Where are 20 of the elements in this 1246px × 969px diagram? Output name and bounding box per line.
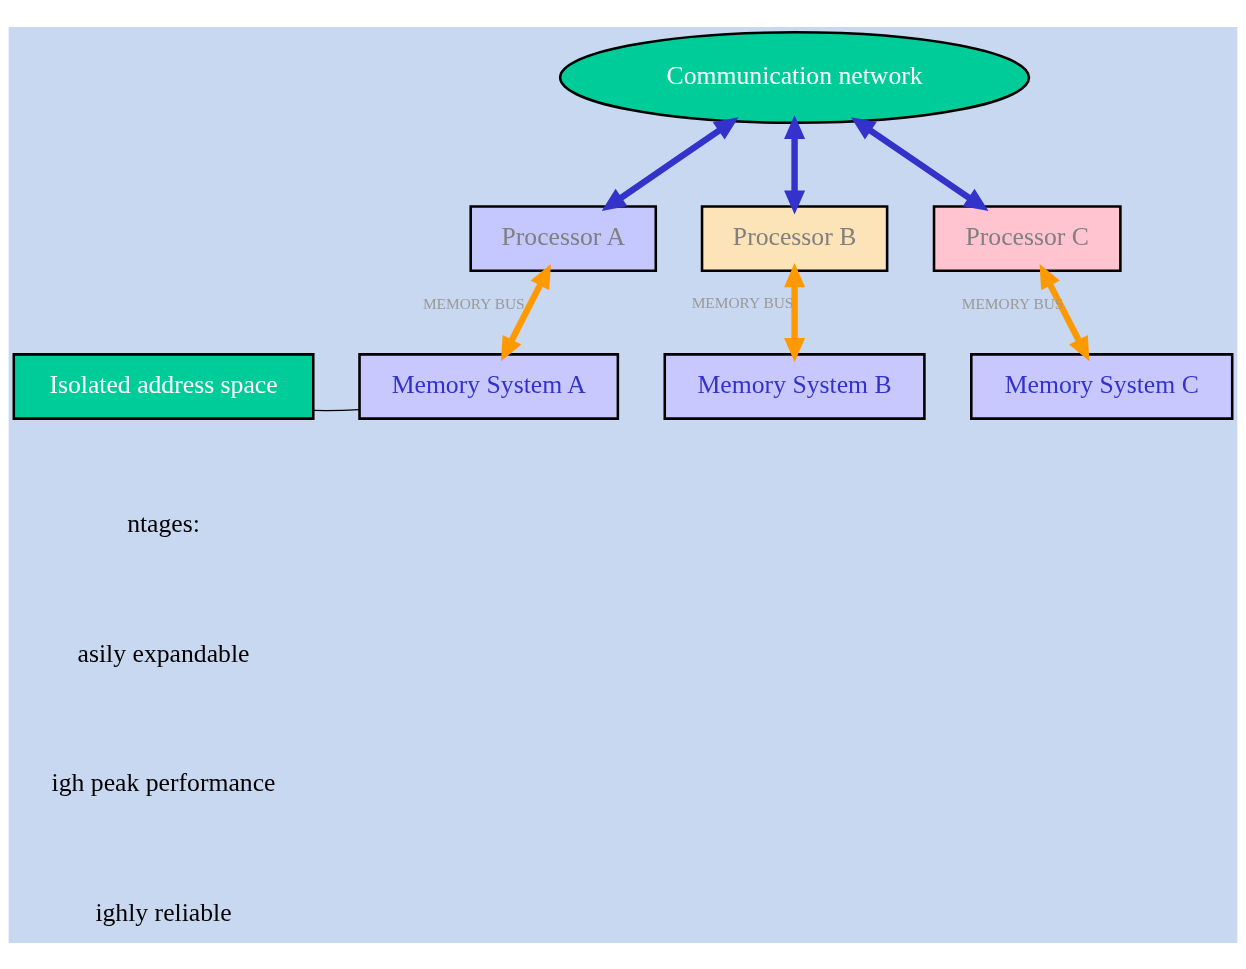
label: igh peak performance [51,767,276,797]
connector [312,408,360,411]
arrow [601,116,739,211]
node-box: Processor C [932,204,1122,272]
label: ntages: [127,508,200,538]
edge-label: MEMORY BUS [422,294,525,312]
node-box: Memory System C [970,352,1234,420]
node-box: Memory System B [663,352,926,420]
node-box: Processor B [700,204,889,272]
node-box: Memory System A [358,352,620,420]
label: ighly reliable [95,897,232,927]
arrow [1039,263,1090,361]
node-box: Isolated address space [12,352,315,420]
arrow [784,262,806,362]
arrow [501,263,551,361]
arrow [850,116,989,211]
label: asily expandable [77,638,250,668]
arrow [784,114,806,215]
node-ellipse: Communication network [558,30,1031,124]
node-box: Processor A [469,204,658,272]
